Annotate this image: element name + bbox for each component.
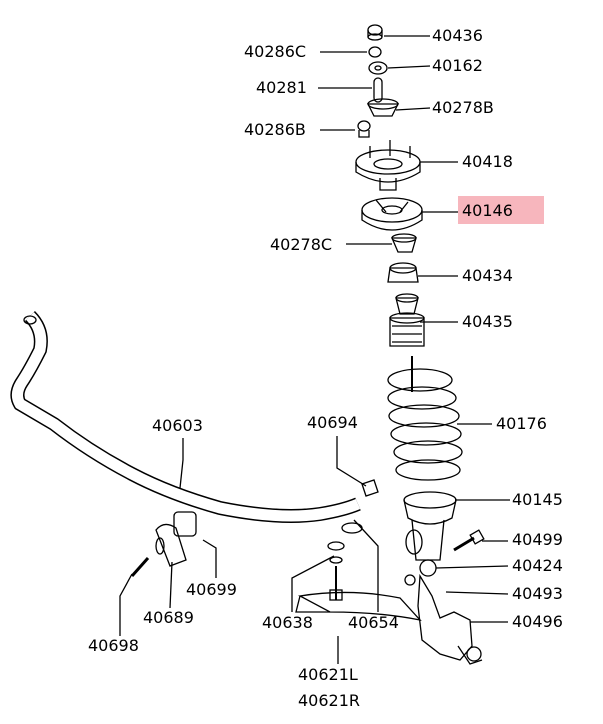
- bracket-40638: [291, 555, 335, 612]
- label-40424: 40424: [512, 556, 563, 575]
- leader-40698: [119, 573, 133, 636]
- label-40286B: 40286B: [244, 120, 306, 139]
- label-40281: 40281: [256, 78, 307, 97]
- label-40436: 40436: [432, 26, 483, 45]
- bolt-40499-shape: [453, 536, 475, 552]
- bushing-40278B-shape: [366, 103, 400, 117]
- label-40638: 40638: [262, 613, 313, 632]
- nut-40286B-shape: [357, 120, 371, 132]
- label-40278C: 40278C: [270, 235, 333, 254]
- leader-40278B: [395, 107, 431, 111]
- cap-40434-shape: [387, 267, 419, 283]
- label-40162: 40162: [432, 56, 483, 75]
- label-40145: 40145: [512, 490, 563, 509]
- bushing-40694-shape: [361, 479, 379, 497]
- label-40621R: 40621R: [298, 691, 361, 710]
- label-40496: 40496: [512, 612, 563, 631]
- washer-40162-shape: [368, 61, 388, 75]
- leader-40694: [336, 436, 367, 487]
- leader-40424: [435, 565, 509, 569]
- spring-40176-shape: [387, 356, 463, 481]
- label-40699: 40699: [186, 580, 237, 599]
- collar-40281-shape: [373, 77, 383, 103]
- label-40278B: 40278B: [432, 98, 494, 117]
- label-40654: 40654: [348, 613, 399, 632]
- highlight-box: [458, 196, 544, 224]
- bolt-40698-shape: [130, 557, 150, 577]
- label-40418: 40418: [462, 152, 513, 171]
- bushing-40278C-shape: [391, 237, 417, 253]
- label-40176: 40176: [496, 414, 547, 433]
- label-40689: 40689: [143, 608, 194, 627]
- label-40621L: 40621L: [298, 665, 358, 684]
- label-40434: 40434: [462, 266, 513, 285]
- knuckle-shape: [404, 559, 483, 665]
- leader-40603: [179, 438, 184, 489]
- label-40493: 40493: [512, 584, 563, 603]
- label-40603: 40603: [152, 416, 203, 435]
- strut-40145-shape: [403, 491, 457, 509]
- nut-40286C-shape: [368, 46, 382, 58]
- bracket-40689-shape: [155, 523, 187, 567]
- label-40286C: 40286C: [244, 42, 307, 61]
- leader-40699: [202, 539, 217, 578]
- leader-40689: [169, 561, 173, 609]
- seat-40146-shape: [361, 197, 423, 223]
- link-40654-shape: [327, 522, 363, 601]
- label-40146: 40146: [462, 201, 513, 220]
- lower-arm-shape: [295, 591, 422, 622]
- bushing-40699-shape: [173, 511, 197, 537]
- label-40694: 40694: [307, 413, 358, 432]
- label-40435: 40435: [462, 312, 513, 331]
- bracket-40654: [353, 519, 379, 612]
- label-40698: 40698: [88, 636, 139, 655]
- leader-40493: [445, 591, 509, 595]
- leader-40162: [387, 65, 431, 69]
- label-40499: 40499: [512, 530, 563, 549]
